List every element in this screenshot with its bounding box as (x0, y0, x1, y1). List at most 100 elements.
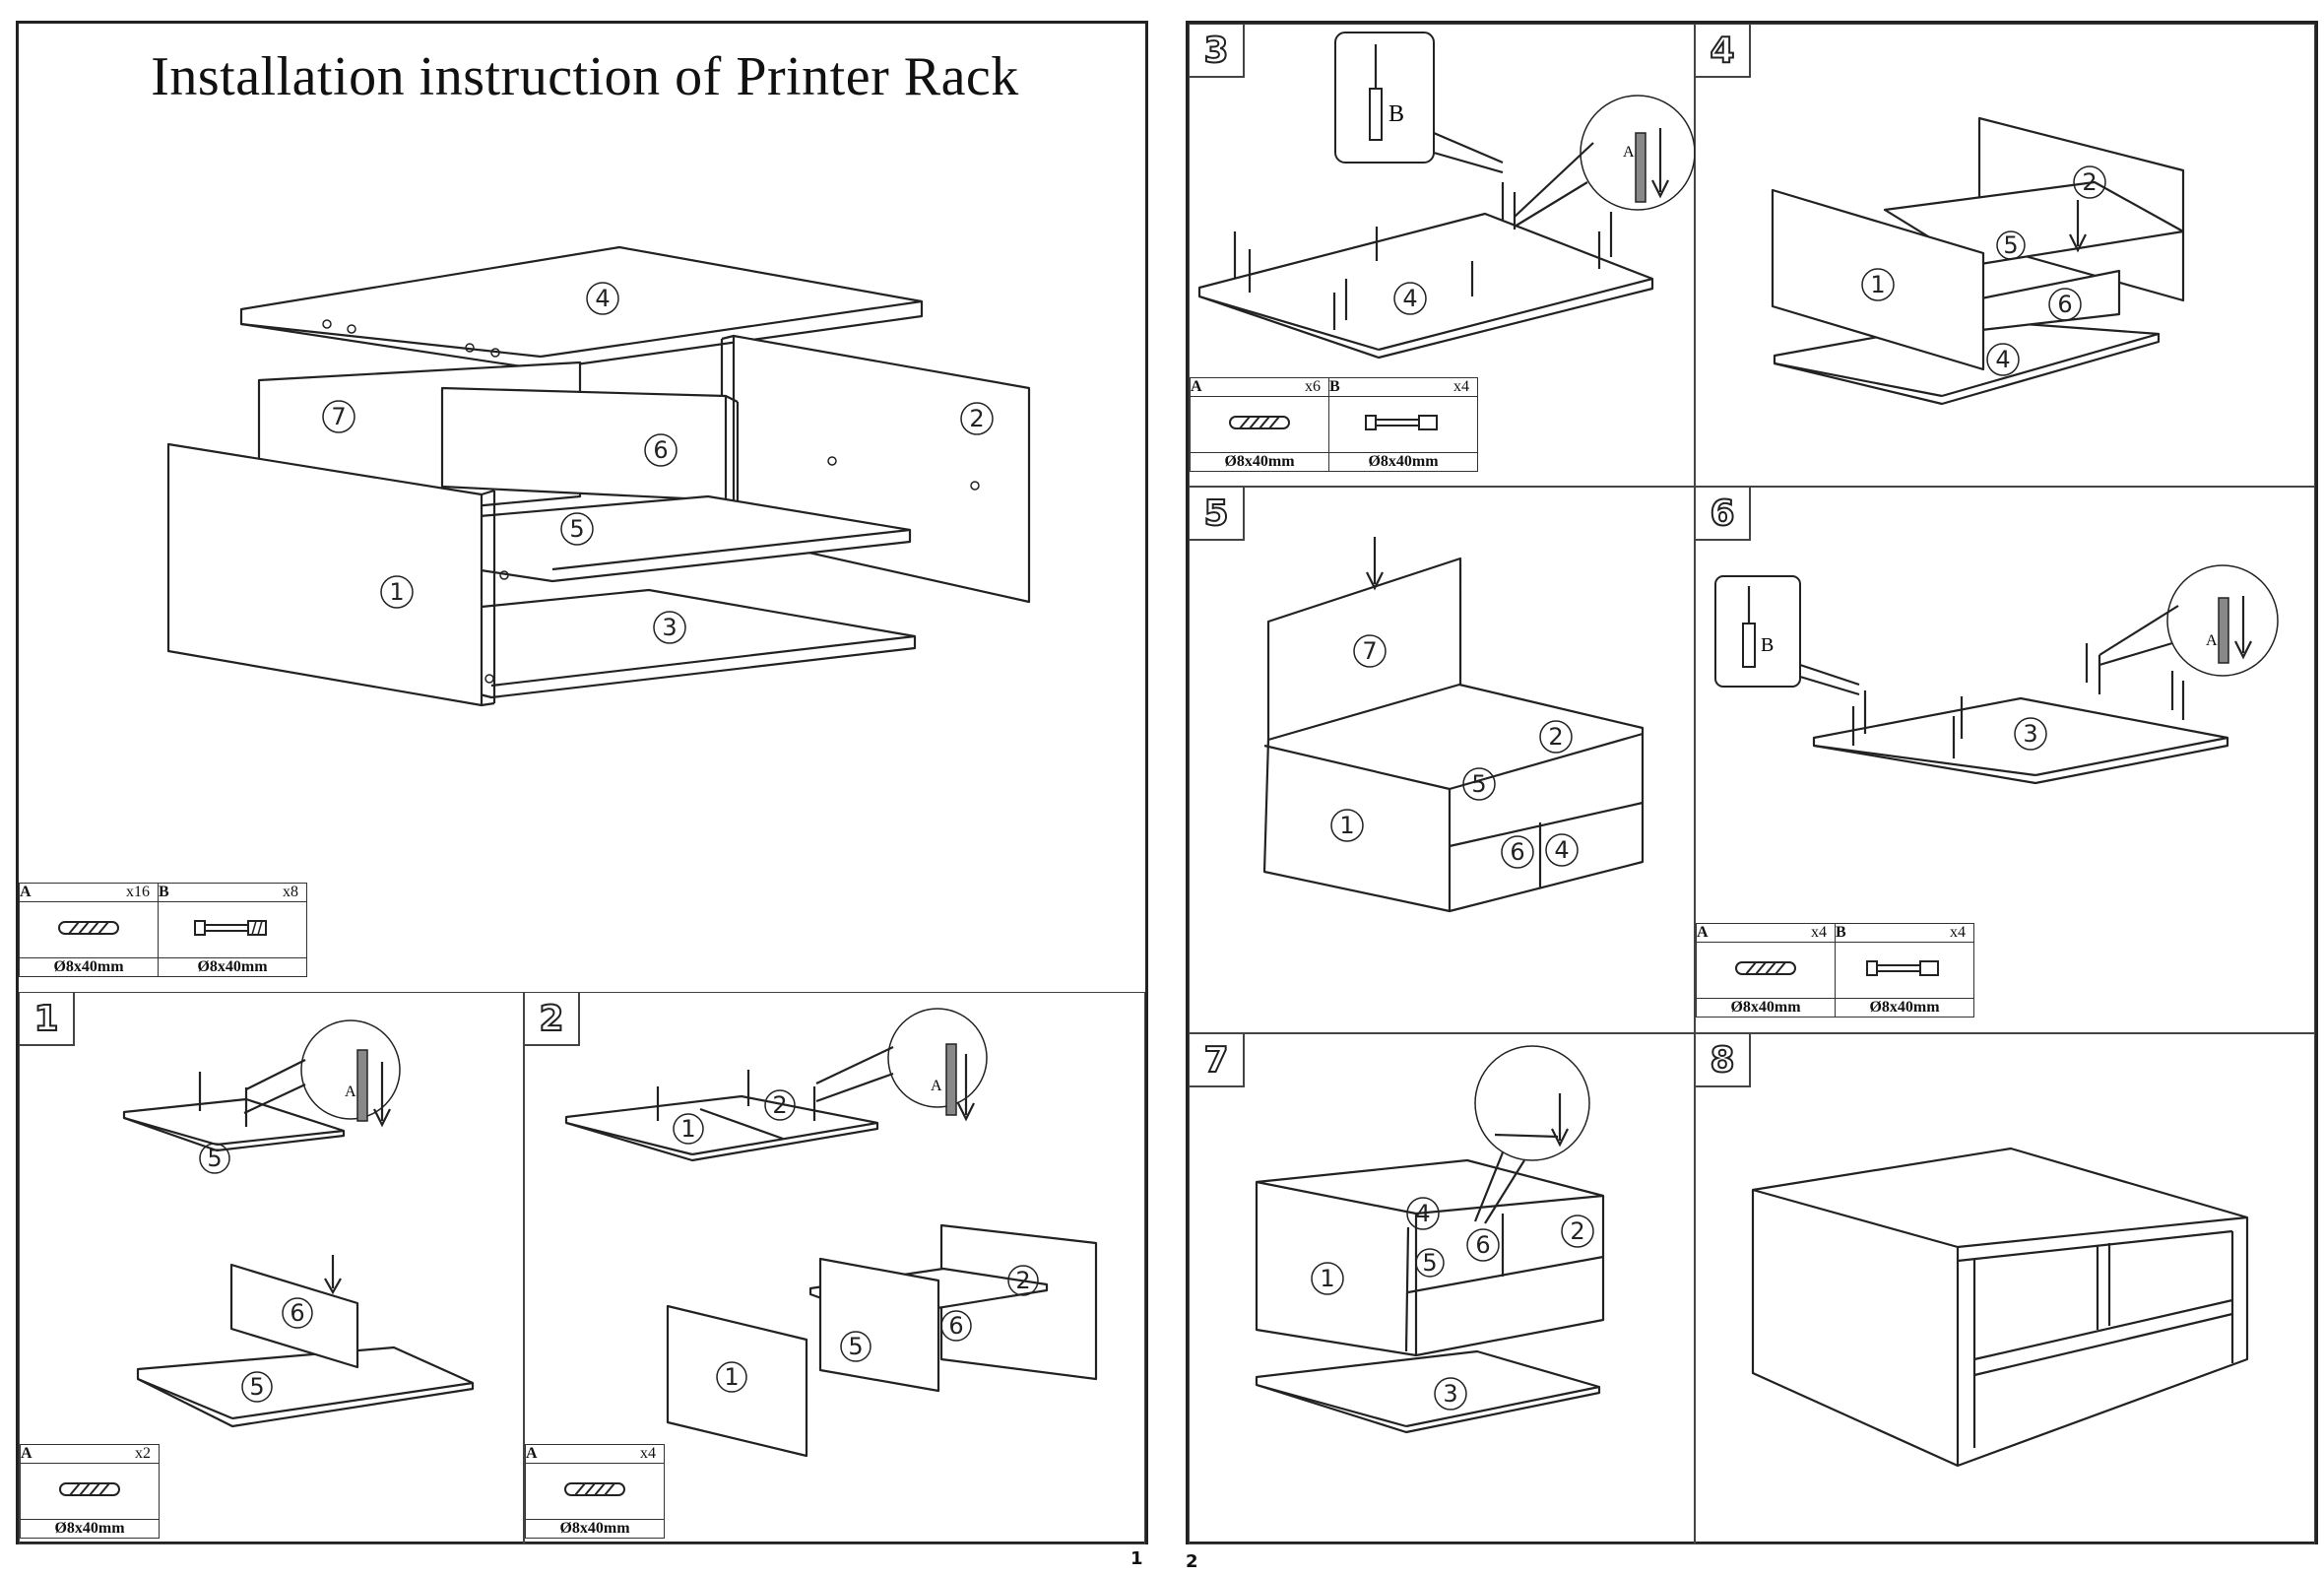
size-a: Ø8x40mm (1190, 452, 1329, 472)
svg-text:A: A (931, 1078, 942, 1094)
svg-text:1: 1 (1339, 812, 1354, 839)
qty-b: x4 (1950, 924, 1966, 941)
hardware-table-step-2: x4 A Ø8x40mm (525, 1444, 665, 1539)
exploded-view-diagram: 4 7 6 2 5 1 3 (166, 245, 1031, 707)
label-b: B (1329, 378, 1340, 395)
qty-a: x6 (1305, 378, 1321, 395)
page-number-1: 1 (1130, 1548, 1143, 1569)
svg-text:6: 6 (948, 1312, 963, 1340)
hardware-table-step-1: x2 A Ø8x40mm (20, 1444, 160, 1539)
svg-text:6: 6 (1510, 838, 1524, 866)
svg-text:A: A (345, 1084, 356, 1100)
cam-bolt-icon (194, 919, 267, 936)
svg-text:6: 6 (653, 436, 668, 464)
dowel-icon (1229, 415, 1290, 429)
step-number: 5 (1190, 488, 1245, 541)
svg-text:2: 2 (772, 1091, 787, 1119)
svg-text:5: 5 (1471, 770, 1486, 798)
svg-text:B: B (1761, 634, 1774, 656)
svg-text:6: 6 (290, 1299, 304, 1327)
step-3-diagram: B A 4 (1197, 32, 1696, 360)
size-a: Ø8x40mm (19, 957, 159, 977)
dowel-icon (564, 1481, 625, 1496)
step-number: 3 (1190, 25, 1245, 78)
svg-text:5: 5 (1422, 1249, 1437, 1277)
size-a: Ø8x40mm (525, 1519, 665, 1539)
svg-text:4: 4 (1402, 285, 1417, 312)
step-2-panel: 2 A 1 2 6 2 5 1 x4 A Ø8x40mm (524, 992, 1145, 1544)
svg-text:2: 2 (1570, 1217, 1584, 1245)
page-title: Installation instruction of Printer Rack (151, 46, 1019, 107)
svg-text:2: 2 (1015, 1267, 1030, 1294)
svg-text:1: 1 (1870, 271, 1885, 298)
step-4-panel: 4 2 5 6 1 4 (1695, 24, 2315, 487)
svg-text:5: 5 (2003, 231, 2018, 259)
svg-text:2: 2 (969, 405, 984, 432)
label-a: A (21, 1445, 32, 1462)
dowel-icon (1735, 960, 1796, 975)
svg-text:1: 1 (1320, 1265, 1334, 1292)
label-a: A (1697, 924, 1709, 941)
cam-bolt-icon (1866, 959, 1939, 976)
part-number-labels: 4 7 6 2 5 1 3 (322, 282, 994, 644)
step-number: 6 (1696, 488, 1751, 541)
step-3-panel: 3 B A 4 x6 A (1189, 24, 1696, 487)
svg-text:B: B (1388, 101, 1404, 127)
step-7-diagram: 4 2 6 5 1 3 (1255, 1045, 1605, 1434)
step-5-panel: 5 7 2 5 1 6 4 (1189, 487, 1695, 1033)
step-number: 8 (1696, 1034, 1751, 1087)
step-1-panel: 1 A 5 6 5 x2 A Ø8x40mm (19, 992, 524, 1544)
svg-text:4: 4 (1415, 1200, 1430, 1227)
step-1-diagram: A 5 6 5 (122, 1019, 475, 1428)
step-5-diagram: 7 2 5 1 6 4 (1262, 537, 1645, 913)
step-number: 2 (525, 993, 580, 1046)
size-a: Ø8x40mm (20, 1519, 160, 1539)
label-a: A (20, 884, 32, 900)
svg-text:6: 6 (1475, 1231, 1490, 1259)
svg-text:1: 1 (389, 578, 404, 606)
qty-a: x16 (126, 884, 150, 900)
size-b: Ø8x40mm (1835, 998, 1974, 1018)
qty-a: x4 (640, 1445, 656, 1462)
size-a: Ø8x40mm (1696, 998, 1836, 1018)
step-6-diagram: B A 3 (1714, 564, 2279, 785)
svg-text:A: A (2206, 632, 2218, 649)
svg-text:A: A (1623, 144, 1635, 161)
svg-text:5: 5 (207, 1145, 222, 1172)
dowel-icon (58, 920, 119, 935)
svg-text:3: 3 (662, 614, 677, 641)
svg-text:5: 5 (848, 1333, 863, 1360)
svg-text:3: 3 (1443, 1380, 1457, 1408)
svg-text:4: 4 (1554, 836, 1569, 864)
svg-text:1: 1 (680, 1115, 695, 1143)
label-a: A (1191, 378, 1202, 395)
step-8-panel: 8 (1695, 1033, 2315, 1544)
svg-text:2: 2 (1548, 723, 1563, 751)
step-number: 7 (1190, 1034, 1245, 1087)
svg-text:6: 6 (2057, 291, 2072, 318)
svg-text:1: 1 (724, 1363, 739, 1391)
step-2-diagram: A 1 2 6 2 5 1 (564, 1008, 1098, 1458)
instruction-page-1: Installation instruction of Printer Rack… (16, 21, 1148, 1544)
step-number: 4 (1696, 25, 1751, 78)
size-b: Ø8x40mm (158, 957, 307, 977)
svg-text:4: 4 (1995, 346, 2010, 373)
step-number: 1 (20, 993, 75, 1046)
label-b: B (1836, 924, 1846, 941)
step-4-diagram: 2 5 6 1 4 (1771, 116, 2185, 406)
label-a: A (526, 1445, 538, 1462)
label-b: B (159, 884, 169, 900)
svg-text:5: 5 (249, 1373, 264, 1401)
step-8-diagram (1751, 1147, 2249, 1468)
svg-text:2: 2 (2082, 168, 2097, 196)
svg-text:5: 5 (569, 515, 584, 543)
svg-text:3: 3 (2023, 720, 2037, 748)
qty-a: x2 (135, 1445, 151, 1462)
dowel-icon (59, 1481, 120, 1496)
cam-bolt-icon (1365, 414, 1438, 430)
page-number-2: 2 (1186, 1551, 1198, 1572)
